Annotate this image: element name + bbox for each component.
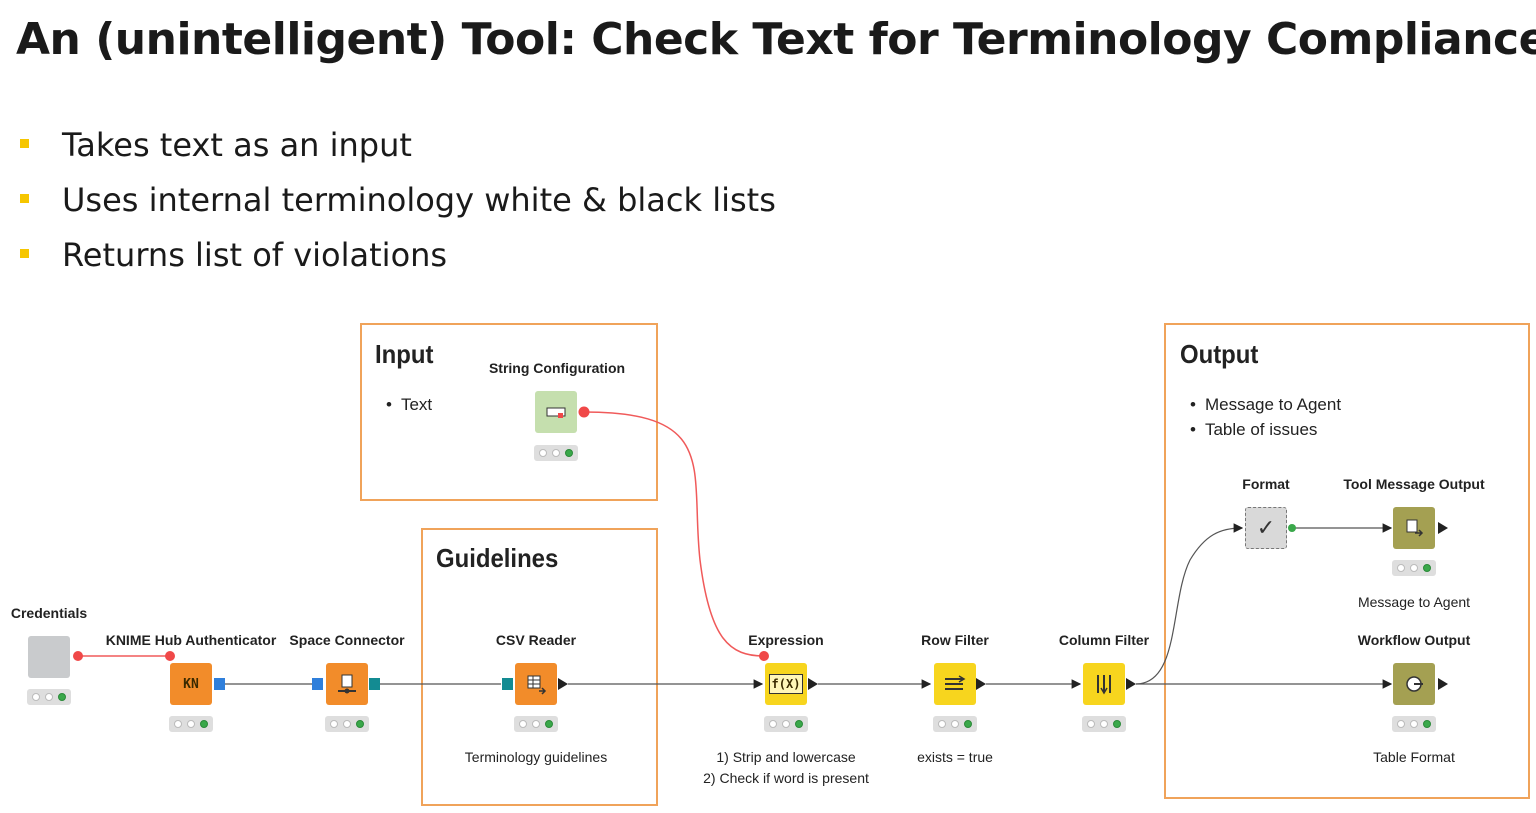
flow-variable-connection	[583, 411, 765, 657]
flow-variable-port	[759, 651, 769, 661]
node-label: Workflow Output	[1357, 632, 1471, 648]
bullet-square-icon	[20, 249, 29, 258]
guidelines-group-box	[421, 528, 658, 806]
csv-reader-node[interactable]	[515, 663, 557, 705]
node-status-indicator	[169, 716, 213, 732]
node-label: Column Filter	[1058, 632, 1150, 648]
flow-variable-port	[73, 651, 83, 661]
port-icon	[1126, 678, 1136, 690]
node-label: Credentials	[10, 605, 88, 621]
input-group-box	[360, 323, 658, 501]
node-label: Expression	[748, 632, 824, 648]
workflow-output-node[interactable]	[1393, 663, 1435, 705]
guidelines-group-title: Guidelines	[436, 543, 559, 573]
input-group-items: Text	[386, 392, 432, 417]
bullet-square-icon	[20, 139, 29, 148]
node-status-indicator	[1392, 716, 1436, 732]
annotation-line: 2) Check if word is present	[703, 770, 869, 786]
node-status-indicator	[514, 716, 558, 732]
table-file-icon	[527, 675, 547, 695]
node-annotation: Terminology guidelines	[464, 749, 608, 765]
port-icon	[1288, 524, 1296, 532]
output-item: Table of issues	[1190, 417, 1341, 442]
row-filter-icon	[945, 675, 966, 690]
input-item: Text	[386, 392, 432, 417]
space-connector-node[interactable]	[326, 663, 368, 705]
tool-message-output-node[interactable]	[1393, 507, 1435, 549]
connection-line	[1135, 523, 1244, 685]
bullet-text: Takes text as an input	[62, 126, 412, 164]
column-filter-node[interactable]	[1083, 663, 1125, 705]
node-label: String Configuration	[488, 360, 626, 376]
node-annotation: exists = true	[917, 749, 993, 765]
node-label: Format	[1242, 476, 1290, 492]
node-annotation: Table Format	[1373, 749, 1455, 765]
node-label: CSV Reader	[495, 632, 577, 648]
key-icon: KN	[183, 676, 199, 692]
port-icon	[976, 678, 986, 690]
expression-node[interactable]: f(X)	[765, 663, 807, 705]
port-icon	[1438, 522, 1448, 534]
port-icon	[558, 678, 568, 690]
checkmark-icon: ✓	[1256, 515, 1276, 541]
knime-hub-authenticator-node[interactable]: KN	[170, 663, 212, 705]
node-annotation: Message to Agent	[1357, 594, 1471, 610]
port-icon	[214, 678, 225, 690]
node-status-indicator	[1082, 716, 1126, 732]
node-status-indicator	[534, 445, 578, 461]
port-icon	[369, 678, 380, 690]
node-label: Row Filter	[921, 632, 989, 648]
function-icon: f(X)	[768, 674, 804, 694]
slide-title: An (unintelligent) Tool: Check Text for …	[16, 14, 1536, 65]
row-filter-node[interactable]	[934, 663, 976, 705]
port-icon	[1438, 678, 1448, 690]
credentials-node[interactable]	[28, 636, 70, 678]
bullet-list: Takes text as an input Uses internal ter…	[18, 122, 776, 287]
annotation-line: 1) Strip and lowercase	[716, 749, 856, 765]
bullet-item: Takes text as an input	[18, 122, 776, 177]
port-icon	[312, 678, 323, 690]
node-label: Tool Message Output	[1343, 476, 1485, 492]
output-group-box	[1164, 323, 1530, 799]
bullet-text: Returns list of violations	[62, 236, 448, 274]
node-label: KNIME Hub Authenticator	[105, 632, 277, 648]
node-status-indicator	[764, 716, 808, 732]
bullet-item: Uses internal terminology white & black …	[18, 177, 776, 232]
node-status-indicator	[933, 716, 977, 732]
output-plug-icon	[1406, 676, 1423, 692]
node-status-indicator	[1392, 560, 1436, 576]
column-filter-icon	[1097, 675, 1111, 695]
text-field-icon	[546, 407, 566, 418]
output-group-items: Message to Agent Table of issues	[1190, 392, 1341, 442]
connector-icon	[338, 674, 356, 694]
message-output-icon	[1406, 519, 1424, 537]
port-icon	[808, 678, 818, 690]
input-group-title: Input	[375, 339, 434, 369]
node-status-indicator	[325, 716, 369, 732]
node-status-indicator	[27, 689, 71, 705]
flow-variable-port	[578, 406, 590, 418]
node-label: Space Connector	[289, 632, 405, 648]
node-annotation: 1) Strip and lowercase 2) Check if word …	[703, 747, 869, 789]
bullet-item: Returns list of violations	[18, 232, 776, 287]
output-group-title: Output	[1180, 339, 1259, 369]
port-icon	[502, 678, 513, 690]
output-item: Message to Agent	[1190, 392, 1341, 417]
flow-variable-port	[165, 651, 175, 661]
bullet-text: Uses internal terminology white & black …	[62, 181, 776, 219]
format-component-node[interactable]: ✓	[1245, 507, 1287, 549]
string-configuration-node[interactable]	[535, 391, 577, 433]
bullet-square-icon	[20, 194, 29, 203]
